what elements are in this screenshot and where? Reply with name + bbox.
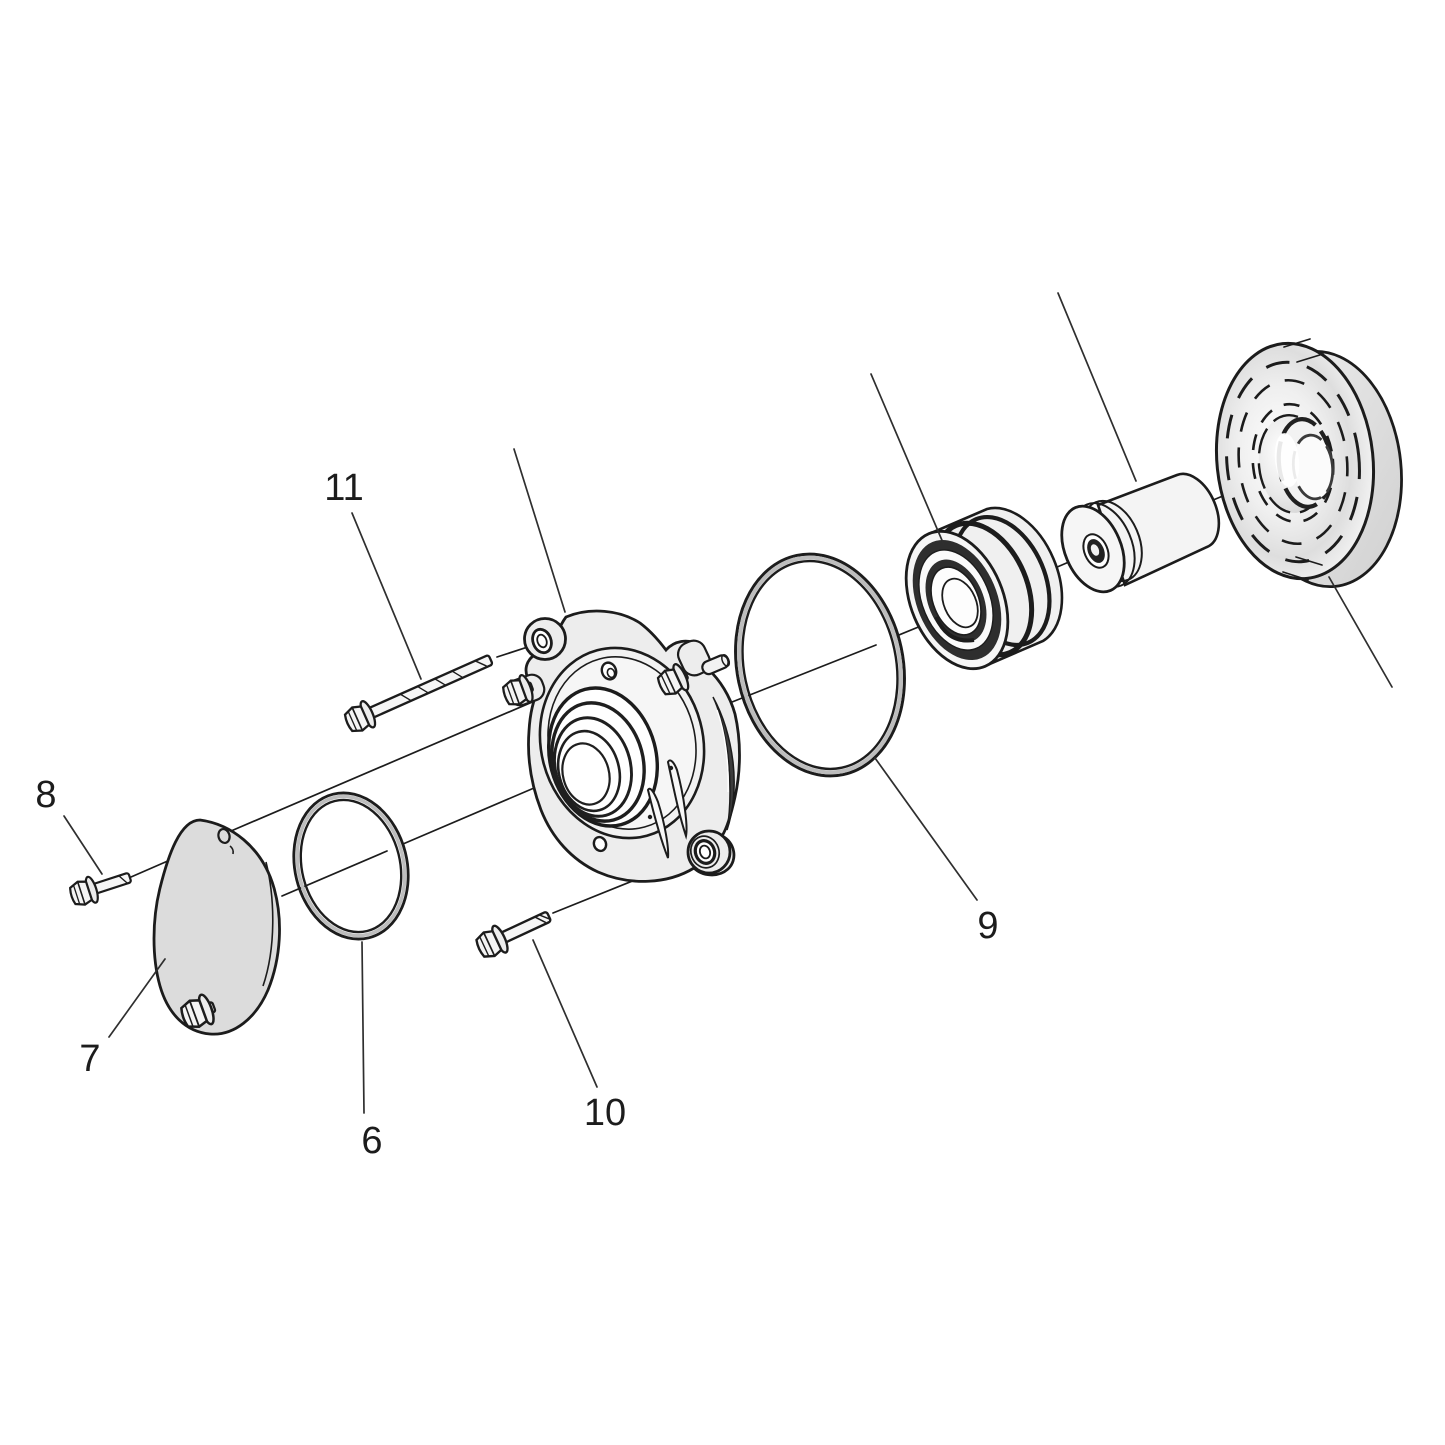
plate-bolt xyxy=(176,991,218,1034)
callout-labels: 11 8 7 6 10 9 xyxy=(35,467,998,1162)
bolt-10 xyxy=(471,911,552,964)
housing-stud xyxy=(701,654,731,676)
housing-bolt-right xyxy=(653,661,693,701)
plate-hole xyxy=(217,827,231,845)
bolt-11 xyxy=(340,654,494,738)
slinger-spacer xyxy=(1060,472,1221,594)
leader-7 xyxy=(108,958,166,1038)
leader-housing xyxy=(513,448,566,613)
o-ring-large xyxy=(734,552,906,778)
callout-label-9: 9 xyxy=(977,905,998,947)
leader-seal xyxy=(870,373,945,546)
cover-plate xyxy=(152,818,281,1036)
leader-6 xyxy=(361,941,365,1114)
callout-label-6: 6 xyxy=(361,1120,382,1162)
leader-slinger xyxy=(1057,292,1137,482)
leader-8 xyxy=(63,815,103,875)
leader-11 xyxy=(351,512,422,680)
o-ring-small xyxy=(292,791,410,941)
leader-lines xyxy=(63,292,1393,1114)
callout-label-11: 11 xyxy=(324,467,363,509)
callout-label-7: 7 xyxy=(79,1038,100,1080)
bolt-8 xyxy=(66,872,132,911)
mechanical-seal xyxy=(904,506,1064,671)
bearing-housing xyxy=(498,609,741,883)
leader-9 xyxy=(874,757,978,901)
callout-label-8: 8 xyxy=(35,774,56,816)
leader-10 xyxy=(532,939,598,1088)
pulley xyxy=(1214,338,1403,589)
housing-bolt-left xyxy=(498,672,537,711)
leader-pulley xyxy=(1328,576,1393,688)
callout-label-10: 10 xyxy=(584,1092,626,1134)
